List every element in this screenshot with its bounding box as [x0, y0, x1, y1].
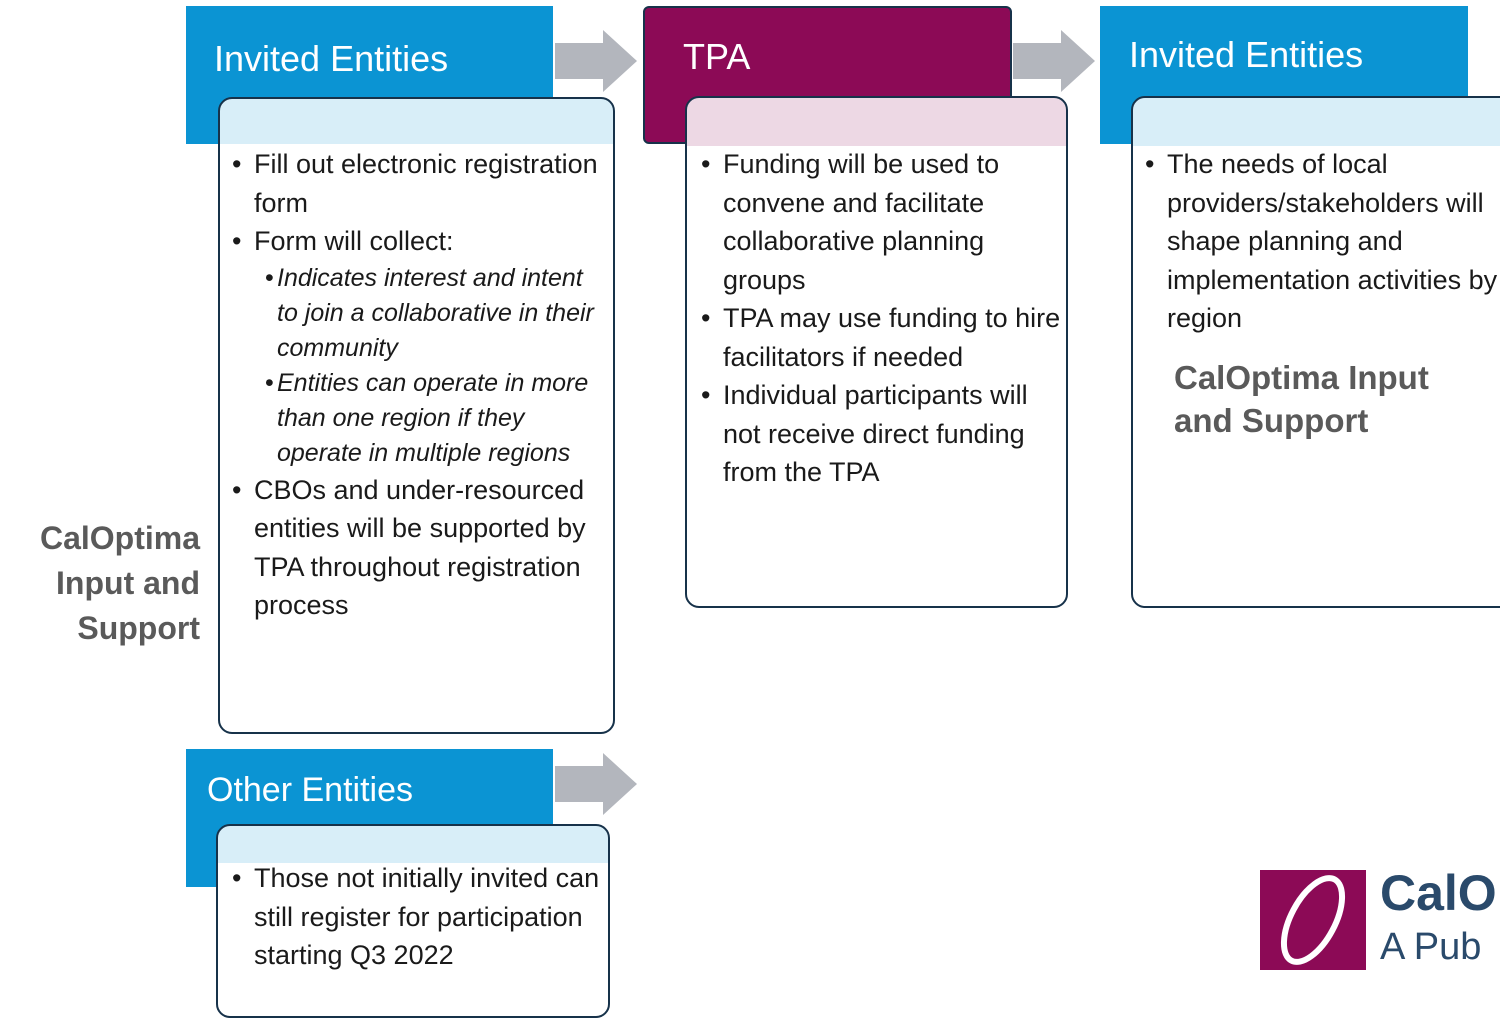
invited-entities-tint: [220, 99, 613, 144]
tpa-bullets: Funding will be used to convene and faci…: [698, 145, 1062, 492]
other-entities-tint: [218, 826, 608, 863]
sub-bullet-item: Indicates interest and intent to join a …: [254, 261, 607, 366]
right-arrow-icon: [555, 30, 637, 92]
tpa-box: Funding will be used to convene and faci…: [685, 96, 1068, 608]
bullet-item: The needs of local providers/stakeholder…: [1142, 145, 1500, 338]
bullet-item: Those not initially invited can still re…: [229, 859, 605, 975]
logo-mark-icon: [1260, 870, 1366, 970]
invited-entities-header-title: Invited Entities: [214, 38, 449, 79]
logo-name-text: CalO: [1380, 870, 1497, 921]
form-collect-sub-bullets: Indicates interest and intent to join a …: [254, 261, 607, 471]
bullet-item: Funding will be used to convene and faci…: [698, 145, 1062, 299]
logo-tagline-text: A Pub: [1380, 926, 1482, 968]
bullet-item: Individual participants will not receive…: [698, 376, 1062, 492]
bullet-item: TPA may use funding to hire facilitators…: [698, 299, 1062, 376]
bullet-item: Fill out electronic registration form: [229, 145, 607, 222]
caloptima-logo: CalO A Pub: [1258, 870, 1500, 976]
invited-entities-outcome-box: The needs of local providers/stakeholder…: [1131, 96, 1500, 608]
invited-entities-outcome-title: Invited Entities: [1129, 34, 1364, 75]
tpa-tint: [687, 98, 1066, 146]
invited-entities-outcome-bullets: The needs of local providers/stakeholder…: [1142, 145, 1500, 338]
sub-bullet-item: Entities can operate in more than one re…: [254, 366, 607, 471]
other-entities-box: Those not initially invited can still re…: [216, 824, 610, 1018]
invited-entities-outcome-tint: [1133, 98, 1500, 146]
side-support-label: CalOptima Input and Support: [39, 520, 200, 646]
right-arrow-icon: [555, 753, 637, 815]
bullet-item: Form will collect: Indicates interest an…: [229, 222, 607, 471]
invited-entities-box: Fill out electronic registration form Fo…: [218, 97, 615, 734]
other-entities-header-title: Other Entities: [207, 771, 413, 809]
right-arrow-icon: [1013, 30, 1095, 92]
invited-entities-bullets: Fill out electronic registration form Fo…: [229, 145, 607, 625]
tpa-header-title: TPA: [683, 36, 751, 77]
bullet-item: CBOs and under-resourced entities will b…: [229, 471, 607, 625]
calopti-input-support-label: CalOptima Input and Support: [1174, 359, 1429, 439]
other-entities-bullets: Those not initially invited can still re…: [229, 859, 605, 975]
